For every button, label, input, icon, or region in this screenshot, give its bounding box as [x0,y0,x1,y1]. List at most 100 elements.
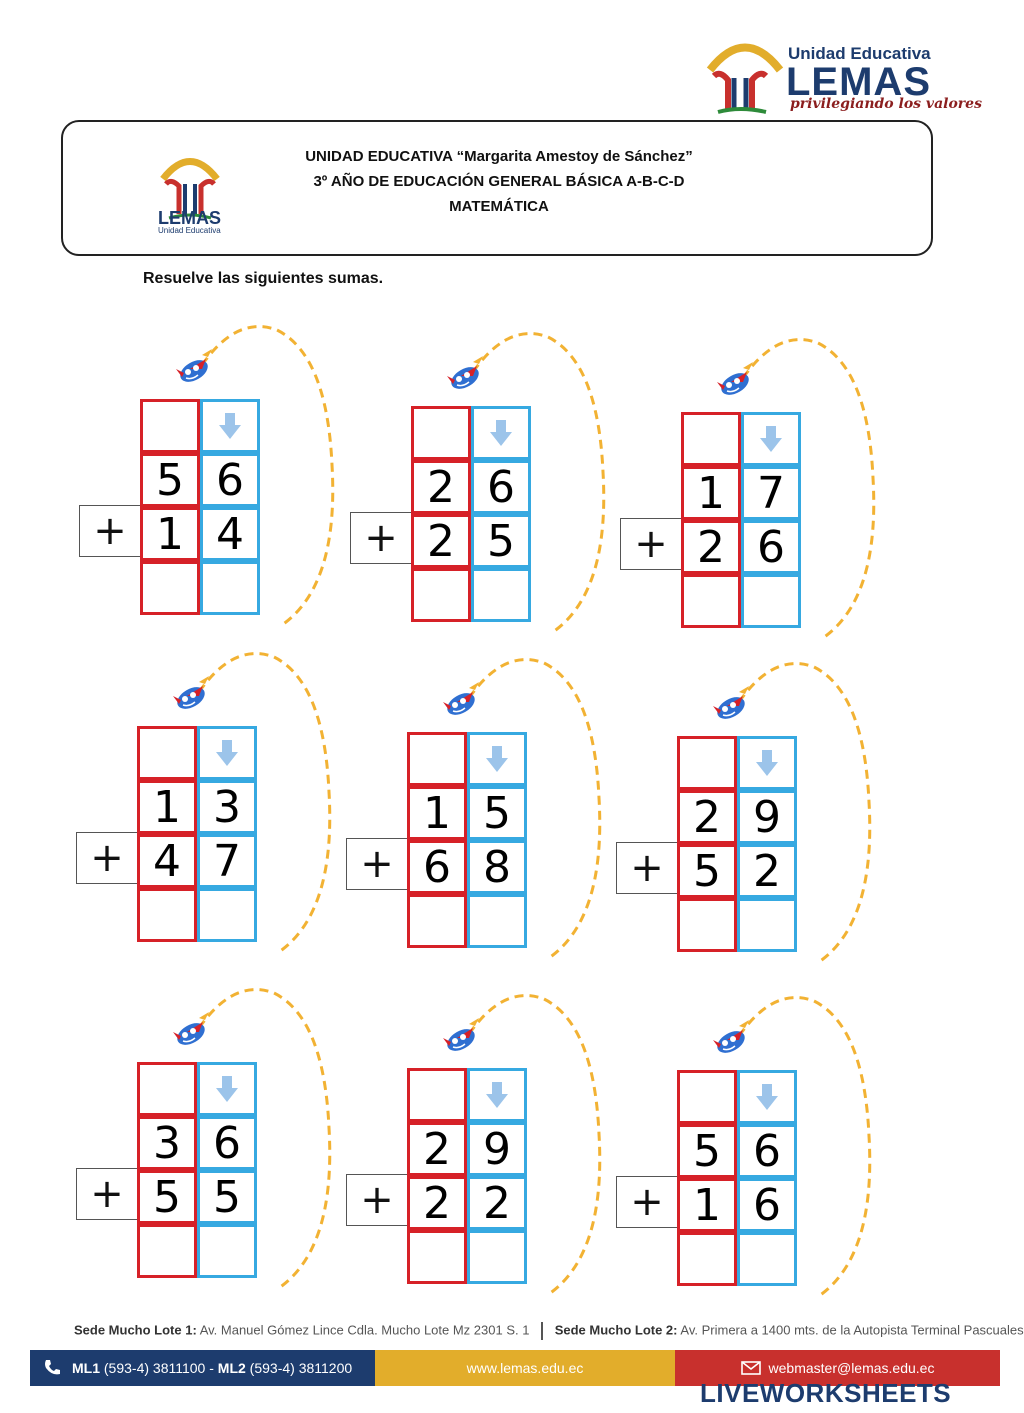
digit-text: 6 [753,1125,781,1177]
carry-cell[interactable] [677,1070,737,1124]
answer-cell[interactable] [467,1230,527,1284]
carry-cell[interactable] [471,406,531,460]
addend2-digit: 8 [467,840,527,894]
footer-address: Sede Mucho Lote 1: Av. Manuel Gómez Linc… [74,1322,1024,1340]
answer-cell[interactable] [200,561,260,615]
answer-cell[interactable] [197,1224,257,1278]
carry-cell[interactable] [197,726,257,780]
digit-text: 5 [693,1125,721,1177]
addend2-digit: 7 [197,834,257,888]
down-arrow-icon [486,746,508,772]
digit-text: 1 [697,467,725,519]
down-arrow-icon [486,1082,508,1108]
digit-text: 5 [156,454,184,506]
airplane-icon [173,676,209,709]
digit-text: 7 [213,835,241,887]
plus-sign: + [76,1168,137,1220]
down-arrow-icon [219,413,241,439]
plus-sign: + [346,838,407,890]
digit-text: 5 [693,845,721,897]
airplane-icon [443,1018,479,1051]
addend2-digit: 4 [200,507,260,561]
airplane-icon [713,1020,749,1053]
school-name: UNIDAD EDUCATIVA “Margarita Amestoy de S… [305,148,693,165]
carry-cell[interactable] [407,732,467,786]
carry-cell[interactable] [677,736,737,790]
carry-cell[interactable] [200,399,260,453]
plus-sign: + [616,1176,677,1228]
answer-cell[interactable] [677,1232,737,1286]
digit-text: 8 [483,841,511,893]
phone-icon [45,1360,60,1375]
down-arrow-icon [216,1076,238,1102]
digit-text: 6 [757,521,785,573]
answer-cell[interactable] [737,1232,797,1286]
phone2: (593-4) 3811200 [249,1360,353,1376]
carry-cell[interactable] [411,406,471,460]
answer-cell[interactable] [407,1230,467,1284]
answer-cell[interactable] [467,894,527,948]
digit-text: 6 [213,1117,241,1169]
answer-cell[interactable] [137,888,197,942]
digit-text: 2 [753,845,781,897]
answer-cell[interactable] [741,574,801,628]
carry-cell[interactable] [741,412,801,466]
carry-cell[interactable] [137,1062,197,1116]
digit-text: 2 [693,791,721,843]
answer-cell[interactable] [681,574,741,628]
addend1-digit: 2 [677,790,737,844]
digit-text: 5 [213,1171,241,1223]
footer-website[interactable]: www.lemas.edu.ec [375,1350,675,1386]
footer-email[interactable]: webmaster@lemas.edu.ec [675,1350,1000,1386]
logo-line2: LEMAS [786,60,931,104]
digit-text: 6 [423,841,451,893]
answer-cell[interactable] [197,888,257,942]
plus-sign: + [346,1174,407,1226]
sede2-label: Sede Mucho Lote 2: [554,1322,678,1338]
carry-cell[interactable] [737,1070,797,1124]
answer-cell[interactable] [407,894,467,948]
carry-cell[interactable] [197,1062,257,1116]
lemas-logo: Unidad Educativa LEMAS privilegiando los… [700,30,982,115]
addend2-digit: 2 [411,514,471,568]
addend2-digit: 2 [407,1176,467,1230]
answer-cell[interactable] [411,568,471,622]
addend2-digit: 2 [681,520,741,574]
sede2-address: Av. Primera a 1400 mts. de la Autopista … [680,1322,1024,1338]
carry-cell[interactable] [737,736,797,790]
digit-text: 9 [753,791,781,843]
subject-line: MATEMÁTICA [449,198,549,215]
addend1-digit: 9 [467,1122,527,1176]
carry-cell[interactable] [681,412,741,466]
footer-phone: ML1 (593-4) 3811100 - ML2 (593-4) 381120… [30,1350,375,1386]
addend2-digit: 5 [137,1170,197,1224]
airplane-icon [447,356,483,389]
carry-cell[interactable] [137,726,197,780]
answer-cell[interactable] [677,898,737,952]
header-logo-text: LEMAS [158,208,221,228]
carry-cell[interactable] [467,732,527,786]
addend2-digit: 6 [737,1178,797,1232]
ml1-label: ML1 [72,1360,100,1376]
answer-cell[interactable] [737,898,797,952]
ml2-label: ML2 [217,1360,246,1376]
addend2-digit: 4 [137,834,197,888]
addend2-digit: 2 [467,1176,527,1230]
instruction-text: Resuelve las siguientes sumas. [143,270,384,287]
mail-icon [740,1361,761,1375]
carry-cell[interactable] [407,1068,467,1122]
carry-cell[interactable] [467,1068,527,1122]
down-arrow-icon [756,1084,778,1110]
answer-cell[interactable] [471,568,531,622]
answer-cell[interactable] [137,1224,197,1278]
answer-cell[interactable] [140,561,200,615]
sede1-label: Sede Mucho Lote 1: [74,1322,197,1338]
carry-cell[interactable] [140,399,200,453]
